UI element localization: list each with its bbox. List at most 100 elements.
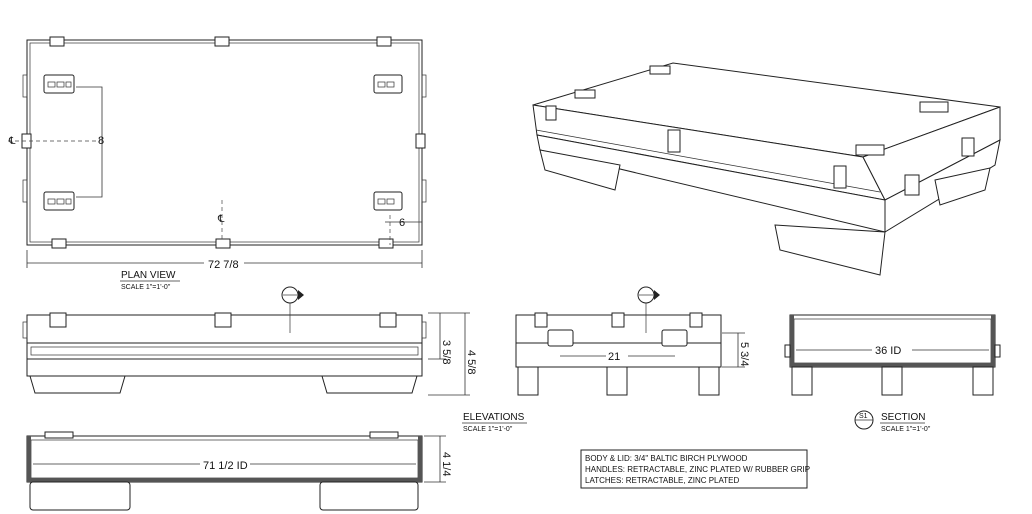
handle-gap-dim-line [76,86,103,198]
end-latch [689,312,703,328]
elev-body [26,342,423,360]
isometric-view [532,62,1001,276]
iso-handle [919,101,949,113]
iso-foot [934,167,991,206]
bottom-wall [418,436,422,482]
latch-top-mid [214,36,230,47]
end-foot [517,366,539,396]
iso-side-handle [904,174,920,196]
iso-latch [667,129,681,153]
plan-handle-gap: 8 [98,135,104,147]
section-foot [881,366,903,396]
latch-bottom-mid [215,238,231,249]
elev-latch [379,312,397,328]
elev-band [30,346,419,356]
iso-foot [539,149,621,191]
section-id: 36 ID [875,345,901,357]
end-handle-left [547,329,574,347]
section-wall [991,315,995,367]
side-tab [22,321,28,339]
iso-latch [545,105,557,121]
latch-top-left [49,36,65,47]
bottom-foot [29,481,131,511]
section-handle [994,344,1001,358]
elev-foot [321,375,418,394]
section-foot [972,366,994,396]
iso-lid-seam [535,129,881,193]
iso-latch [833,165,847,189]
iso-side-handle [961,137,975,157]
centerline-symbol: ℄ [217,214,225,225]
latch-bottom-right [378,238,394,249]
plan-outline [26,39,423,246]
bottom-foot [319,481,419,511]
handle-top-left [43,74,75,94]
iso-handle [855,144,885,156]
end-handle-right [661,329,688,347]
side-tab [22,74,28,98]
elev-height-b: 4 5/8 [465,350,477,374]
plan-length: 72 7/8 [208,259,239,271]
end-handle-gap: 21 [608,351,620,363]
centerline-symbol: ℄ [8,136,16,147]
plan-view-title: PLAN VIEW [121,270,176,281]
elev-foot [29,375,126,394]
bottom-id: 71 1/2 ID [203,460,248,472]
elev-base [26,358,423,377]
end-latch [534,312,548,328]
section-body [789,314,996,368]
dim-mask [872,343,912,356]
section-scale: SCALE 1"=1'-0" [881,426,931,433]
dim-mask [200,457,250,471]
dim-mask [606,349,628,362]
elevations-scale: SCALE 1"=1'-0" [463,426,513,433]
section-foot [791,366,813,396]
latch-bottom-left [51,238,67,249]
side-tab [421,74,427,98]
section-tag: S1 [859,413,868,420]
section-view [784,314,1001,430]
side-tab [22,179,28,203]
section-floor [790,363,995,367]
handle-top-right [373,74,403,94]
bottom-handle [369,431,399,439]
bottom-height: 4 1/4 [440,452,452,476]
plan-offset: 6 [399,217,405,229]
section-title: SECTION [881,412,925,423]
section-arrow [298,290,304,300]
end-latch [611,312,625,328]
note-body-lid: BODY & LID: 3/4" BALTIC BIRCH PLYWOOD [585,454,748,463]
elevations-title: ELEVATIONS [463,412,525,423]
bottom-floor [27,478,422,482]
handle-bottom-right [373,191,403,211]
plan-view: ℄ ℄ [8,36,427,268]
elev-latch [214,312,232,328]
elev-latch [49,312,67,328]
plan-view-scale: SCALE 1"=1'-0" [121,284,171,291]
end-foot [606,366,628,396]
side-tab [421,321,427,339]
bottom-wall [27,436,31,482]
end-height: 5 3/4 [738,342,750,366]
bottom-handle [44,431,74,439]
end-elevation [515,286,745,396]
notes-box [580,449,808,489]
elev-height-a: 3 5/8 [440,340,452,364]
length-dim-mask [204,256,244,270]
iso-latch [649,65,671,75]
latch-top-right [376,36,392,47]
section-arrow [654,290,660,300]
notes-frame [580,449,808,489]
note-handles: HANDLES: RETRACTABLE, ZINC PLATED W/ RUB… [585,465,810,474]
plan-inner-outline [29,42,420,243]
latch-right-mid [415,133,426,149]
handle-bottom-left [43,191,75,211]
section-wall [790,315,794,367]
iso-foot [774,224,886,276]
section-handle [784,344,791,358]
end-foot [698,366,720,396]
note-latches: LATCHES: RETRACTABLE, ZINC PLATED [585,476,739,485]
long-elevation [22,286,470,396]
side-tab [421,179,427,203]
